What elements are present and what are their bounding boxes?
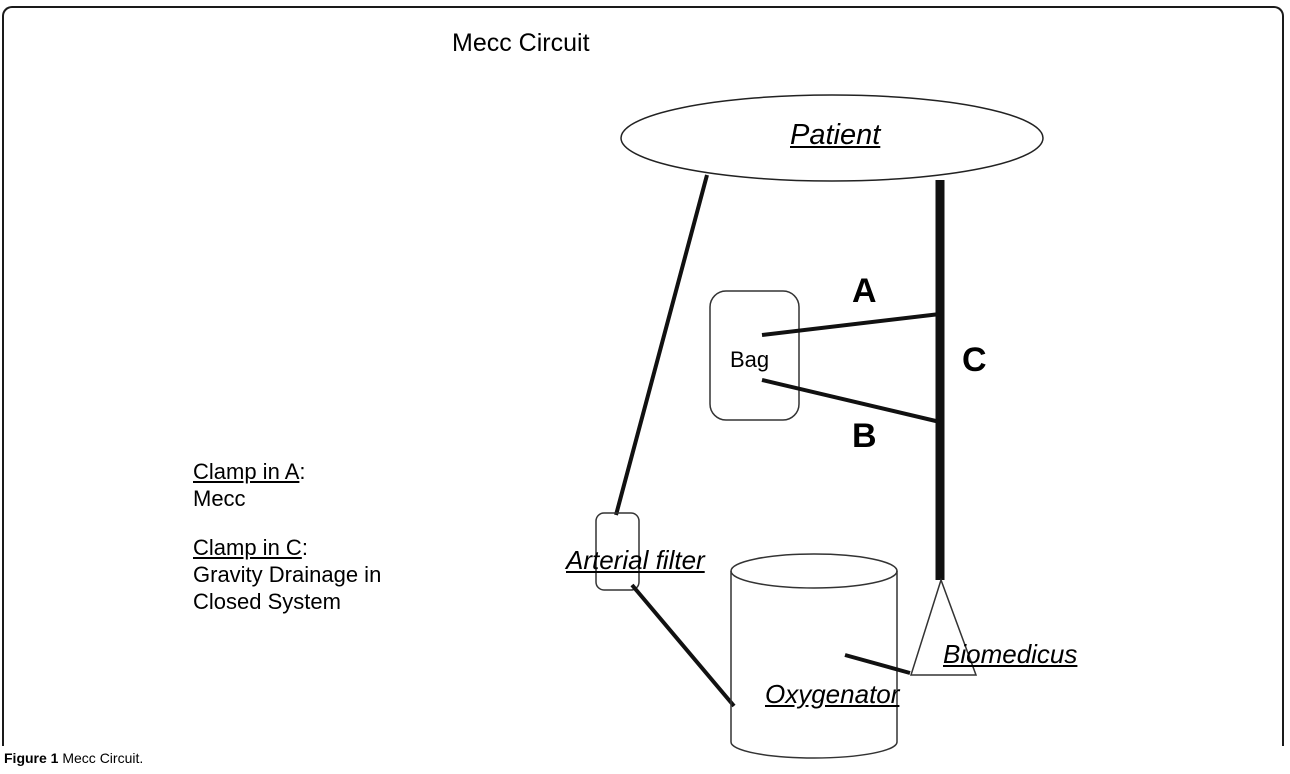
biomedicus-label: Biomedicus (943, 639, 1078, 669)
clamp-a-result: Mecc (193, 486, 246, 511)
bag-node (709, 290, 800, 421)
line-a (761, 312, 941, 337)
filter-to-oxygenator-line (630, 583, 736, 708)
clamp-a-prefix: Clamp in A (193, 459, 300, 484)
clamp-notes: Clamp in A: Mecc Clamp in C: Gravity Dra… (193, 458, 381, 615)
patient-node (620, 94, 1044, 182)
line-c-label: C (962, 341, 987, 379)
clamp-a-suffix: : (299, 459, 306, 484)
line-a-label: A (852, 272, 877, 310)
figure-caption: Figure 1 Mecc Circuit. (4, 750, 143, 766)
patient-label: Patient (790, 119, 881, 151)
line-b (761, 378, 941, 424)
clamp-c-heading: Clamp in C: (193, 534, 381, 561)
caption-label: Figure 1 (4, 750, 59, 766)
clamp-c-result-line1: Gravity Drainage in (193, 562, 382, 587)
diagram-title: Mecc Circuit (452, 29, 590, 57)
arterial-filter-node (595, 512, 640, 591)
caption-text: Mecc Circuit. (62, 750, 144, 766)
clamp-c-prefix: Clamp in C (193, 535, 302, 560)
oxygenator-node (730, 553, 898, 759)
bag-label: Bag (730, 347, 770, 372)
clamp-c-suffix: : (301, 535, 308, 560)
biomedicus-node (909, 577, 978, 676)
clamp-c-result-line2: Closed System (193, 589, 341, 614)
clamp-a-heading: Clamp in A: (193, 458, 381, 485)
figure-frame (2, 6, 1284, 746)
oxygenator-label: Oxygenator (765, 679, 900, 709)
oxygenator-to-biomedicus-line (844, 653, 911, 675)
line-b-label: B (852, 417, 877, 455)
arterial-line (614, 174, 709, 516)
arterial-filter-label: Arterial filter (566, 545, 705, 575)
